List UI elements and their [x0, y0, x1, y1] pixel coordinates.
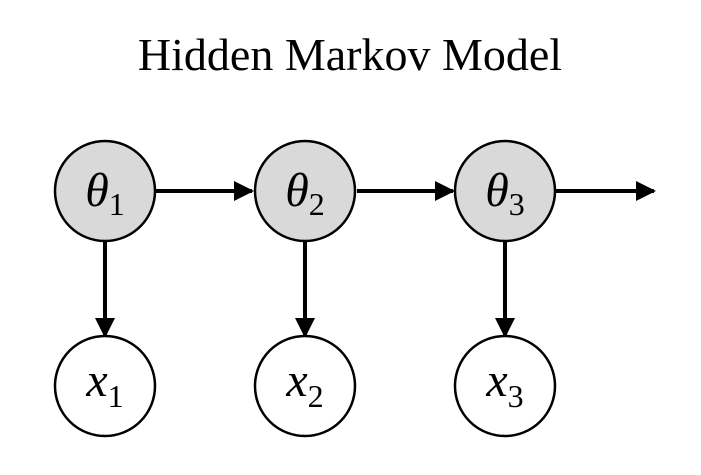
diagram-title: Hidden Markov Model — [138, 29, 562, 80]
hidden-state-node-1: θ1 — [53, 139, 157, 243]
observed-node-2: x2 — [253, 334, 357, 438]
observed-node-label: x1 — [85, 354, 123, 414]
hidden-node-label: θ2 — [285, 164, 325, 222]
hidden-node-label: θ3 — [485, 164, 525, 222]
observed-node-label: x3 — [485, 354, 523, 414]
edges — [95, 181, 656, 338]
hidden-node-label: θ1 — [85, 164, 125, 222]
observed-node-label: x2 — [285, 354, 323, 414]
observed-node-3: x3 — [453, 334, 557, 438]
hidden-node-circle — [253, 139, 357, 243]
hidden-node-circle — [453, 139, 557, 243]
observed-node-circle — [53, 334, 157, 438]
observed-node-1: x1 — [53, 334, 157, 438]
observed-node-circle — [253, 334, 357, 438]
hidden-node-circle — [53, 139, 157, 243]
hidden-state-node-2: θ2 — [253, 139, 357, 243]
hidden-state-node-3: θ3 — [453, 139, 557, 243]
observed-node-circle — [453, 334, 557, 438]
